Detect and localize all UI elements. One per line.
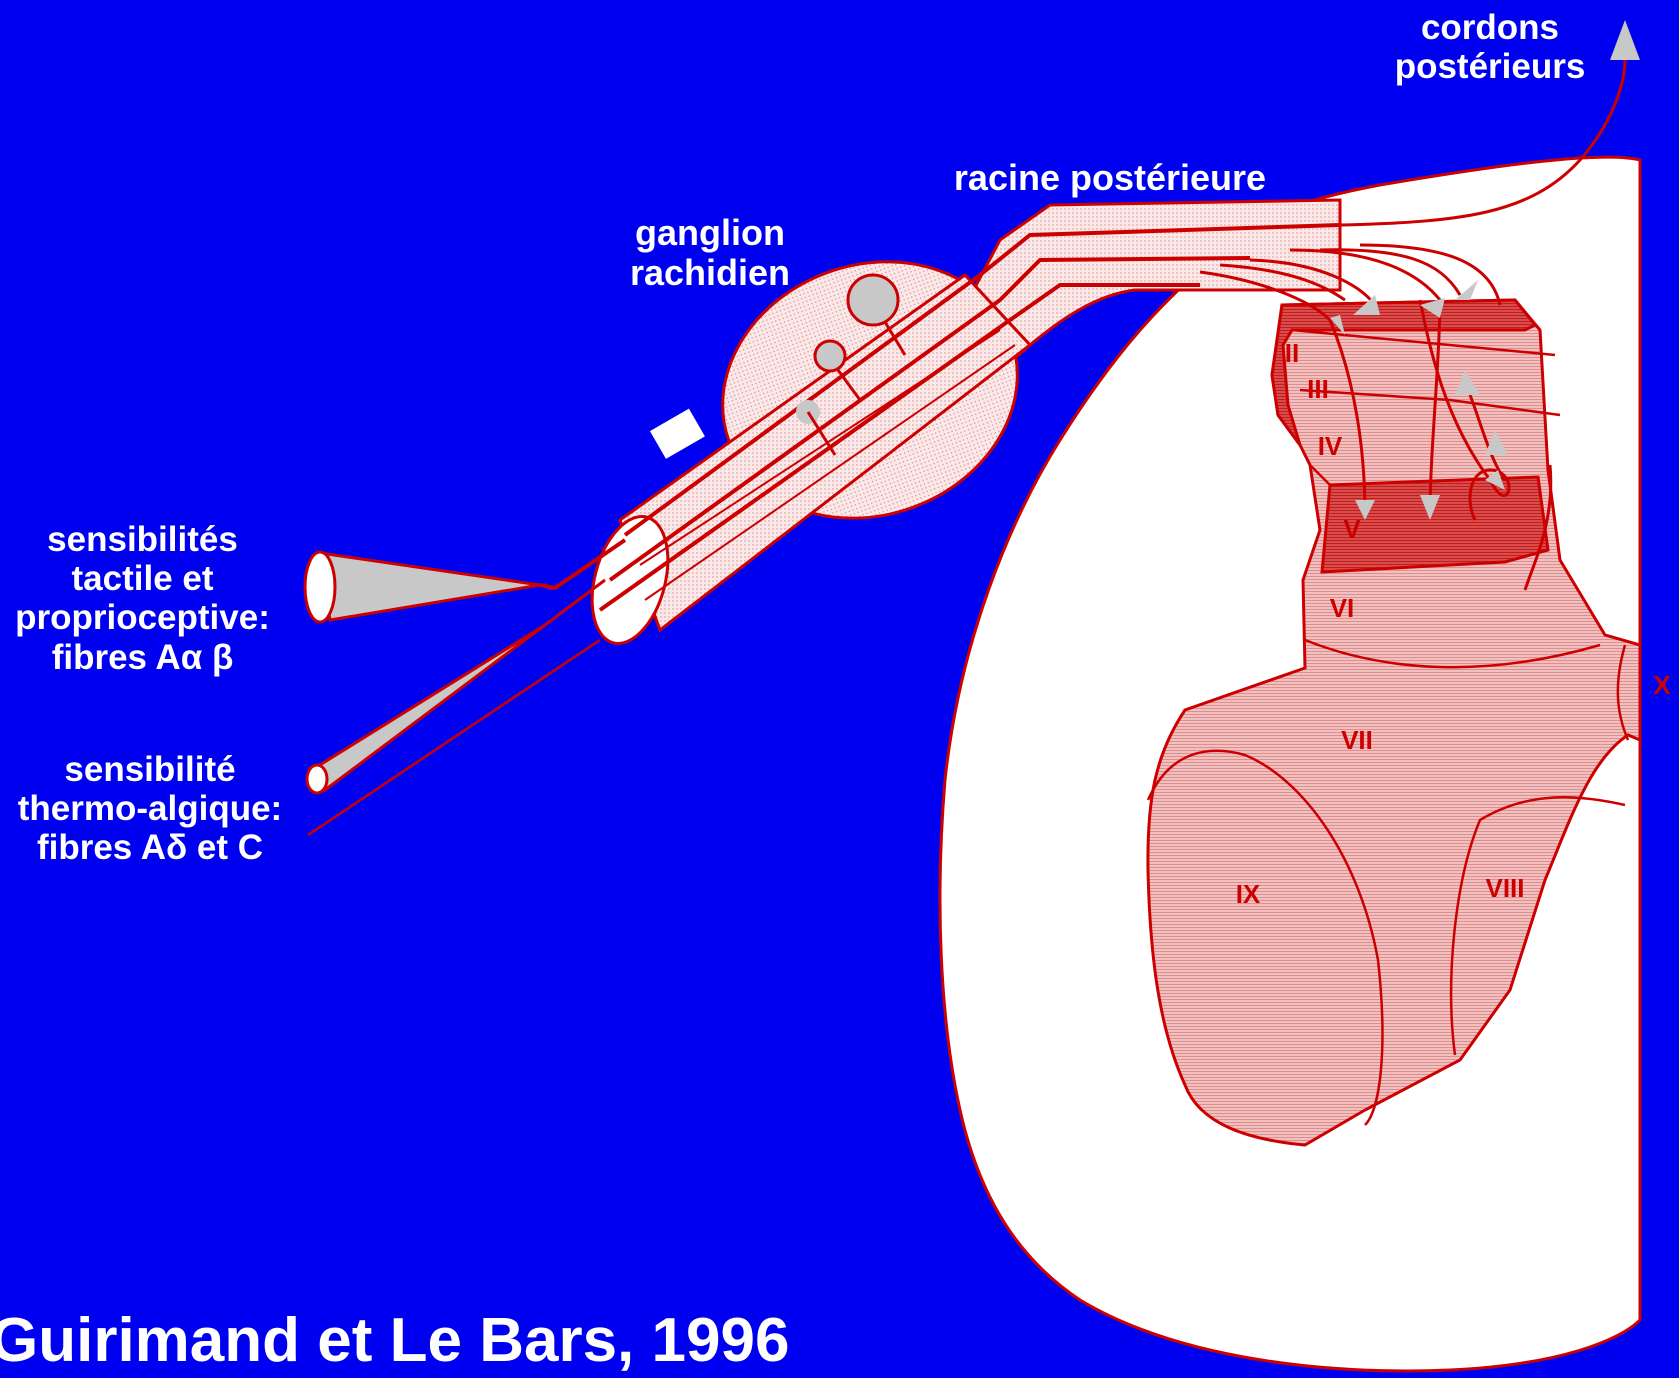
posterior-column-arrow [1610, 20, 1640, 60]
lamina-label-v: V [1343, 514, 1361, 544]
label-ganglion-rachidien: ganglion rachidien [610, 213, 810, 294]
tactile-receptor [320, 553, 540, 620]
lamina-label-iii: III [1307, 374, 1329, 404]
lamina-label-ix: IX [1236, 879, 1261, 909]
lamina-label-iv: IV [1318, 431, 1343, 461]
lamina-label-viii: VIII [1485, 873, 1524, 903]
label-racine-posterieure: racine postérieure [940, 158, 1280, 198]
thermo-receptor [315, 625, 545, 790]
lamina-label-vi: VI [1330, 593, 1355, 623]
large-ganglion-cell [848, 275, 898, 325]
citation: Guirimand et Le Bars, 1996 [0, 1305, 789, 1376]
lamina-label-vii: VII [1341, 725, 1373, 755]
lamina-label-x: X [1653, 670, 1671, 700]
small-ganglion-cell [815, 341, 845, 371]
fibre-tag [650, 409, 705, 459]
label-sensibilites-tactile: sensibilités tactile et proprioceptive: … [5, 520, 280, 677]
label-cordons-posterieurs: cordons postérieurs [1375, 8, 1605, 86]
label-sensibilite-thermo: sensibilité thermo-algique: fibres Aδ et… [5, 750, 295, 868]
lamina-label-ii: II [1285, 338, 1299, 368]
